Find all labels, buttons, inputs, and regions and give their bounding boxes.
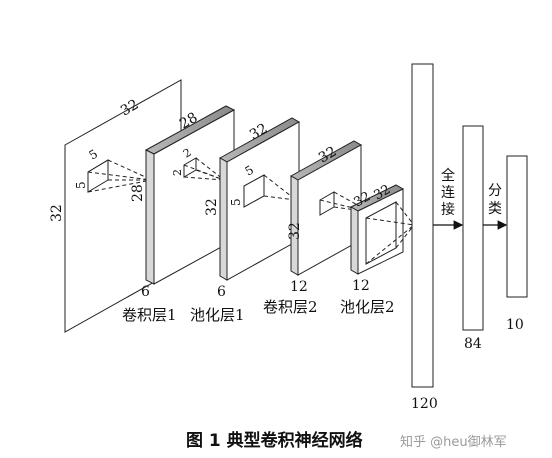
conv2-block: 32 32 12 卷积层2 bbox=[263, 140, 371, 316]
conv2-side-label: 32 bbox=[287, 222, 303, 240]
pool1-block: 32 32 6 5 5 池化层1 bbox=[190, 117, 301, 324]
conv1-label: 卷积层1 bbox=[122, 306, 177, 324]
conv1-depth-label: 6 bbox=[141, 284, 150, 300]
fc-size-120: 120 bbox=[411, 396, 438, 412]
pool2-kernel-label: 32 bbox=[352, 189, 374, 210]
fc-label-1a: 全 bbox=[441, 167, 455, 184]
pool2-depth-label: 12 bbox=[352, 278, 370, 294]
fc-layer-10 bbox=[506, 155, 528, 298]
fc-size-10: 10 bbox=[506, 317, 524, 333]
fc-label-2a: 分 bbox=[488, 183, 502, 199]
pool1-depth-label: 6 bbox=[217, 284, 226, 300]
figure-caption: 图 1 典型卷积神经网络 bbox=[186, 430, 363, 451]
pool2-label: 池化层2 bbox=[340, 298, 395, 316]
conv1-kernel-side: 2 bbox=[171, 169, 184, 176]
fc-label-2b: 类 bbox=[488, 201, 502, 217]
pool1-side-label: 32 bbox=[204, 198, 220, 216]
fc-size-84: 84 bbox=[464, 336, 482, 352]
conv2-top-label: 32 bbox=[316, 144, 339, 167]
watermark: 知乎 @heu御林军 bbox=[400, 434, 507, 450]
input-side-label: 32 bbox=[49, 204, 65, 222]
pool2-top-label: 32 bbox=[372, 182, 394, 203]
conv2-depth-label: 12 bbox=[290, 279, 308, 295]
pool2-block: 32 32 12 池化层2 bbox=[340, 182, 415, 316]
pool1-label: 池化层1 bbox=[190, 306, 245, 324]
fc-layer-84 bbox=[462, 125, 484, 331]
conv1-side-label: 28 bbox=[130, 184, 146, 202]
pool1-top-label: 32 bbox=[247, 121, 270, 144]
conv1-top-label: 28 bbox=[177, 110, 200, 133]
pool1-kernel-side: 5 bbox=[229, 198, 243, 206]
fc-layers: 120 84 10 全 连 接 分 类 bbox=[411, 63, 528, 412]
fc-label-1b: 连 bbox=[441, 185, 455, 201]
input-top-label: 32 bbox=[118, 97, 141, 120]
fc-layer-120 bbox=[411, 63, 434, 388]
fc-label-1c: 接 bbox=[441, 201, 455, 218]
input-kernel-side: 5 bbox=[74, 181, 88, 189]
conv2-label: 卷积层2 bbox=[263, 298, 318, 316]
